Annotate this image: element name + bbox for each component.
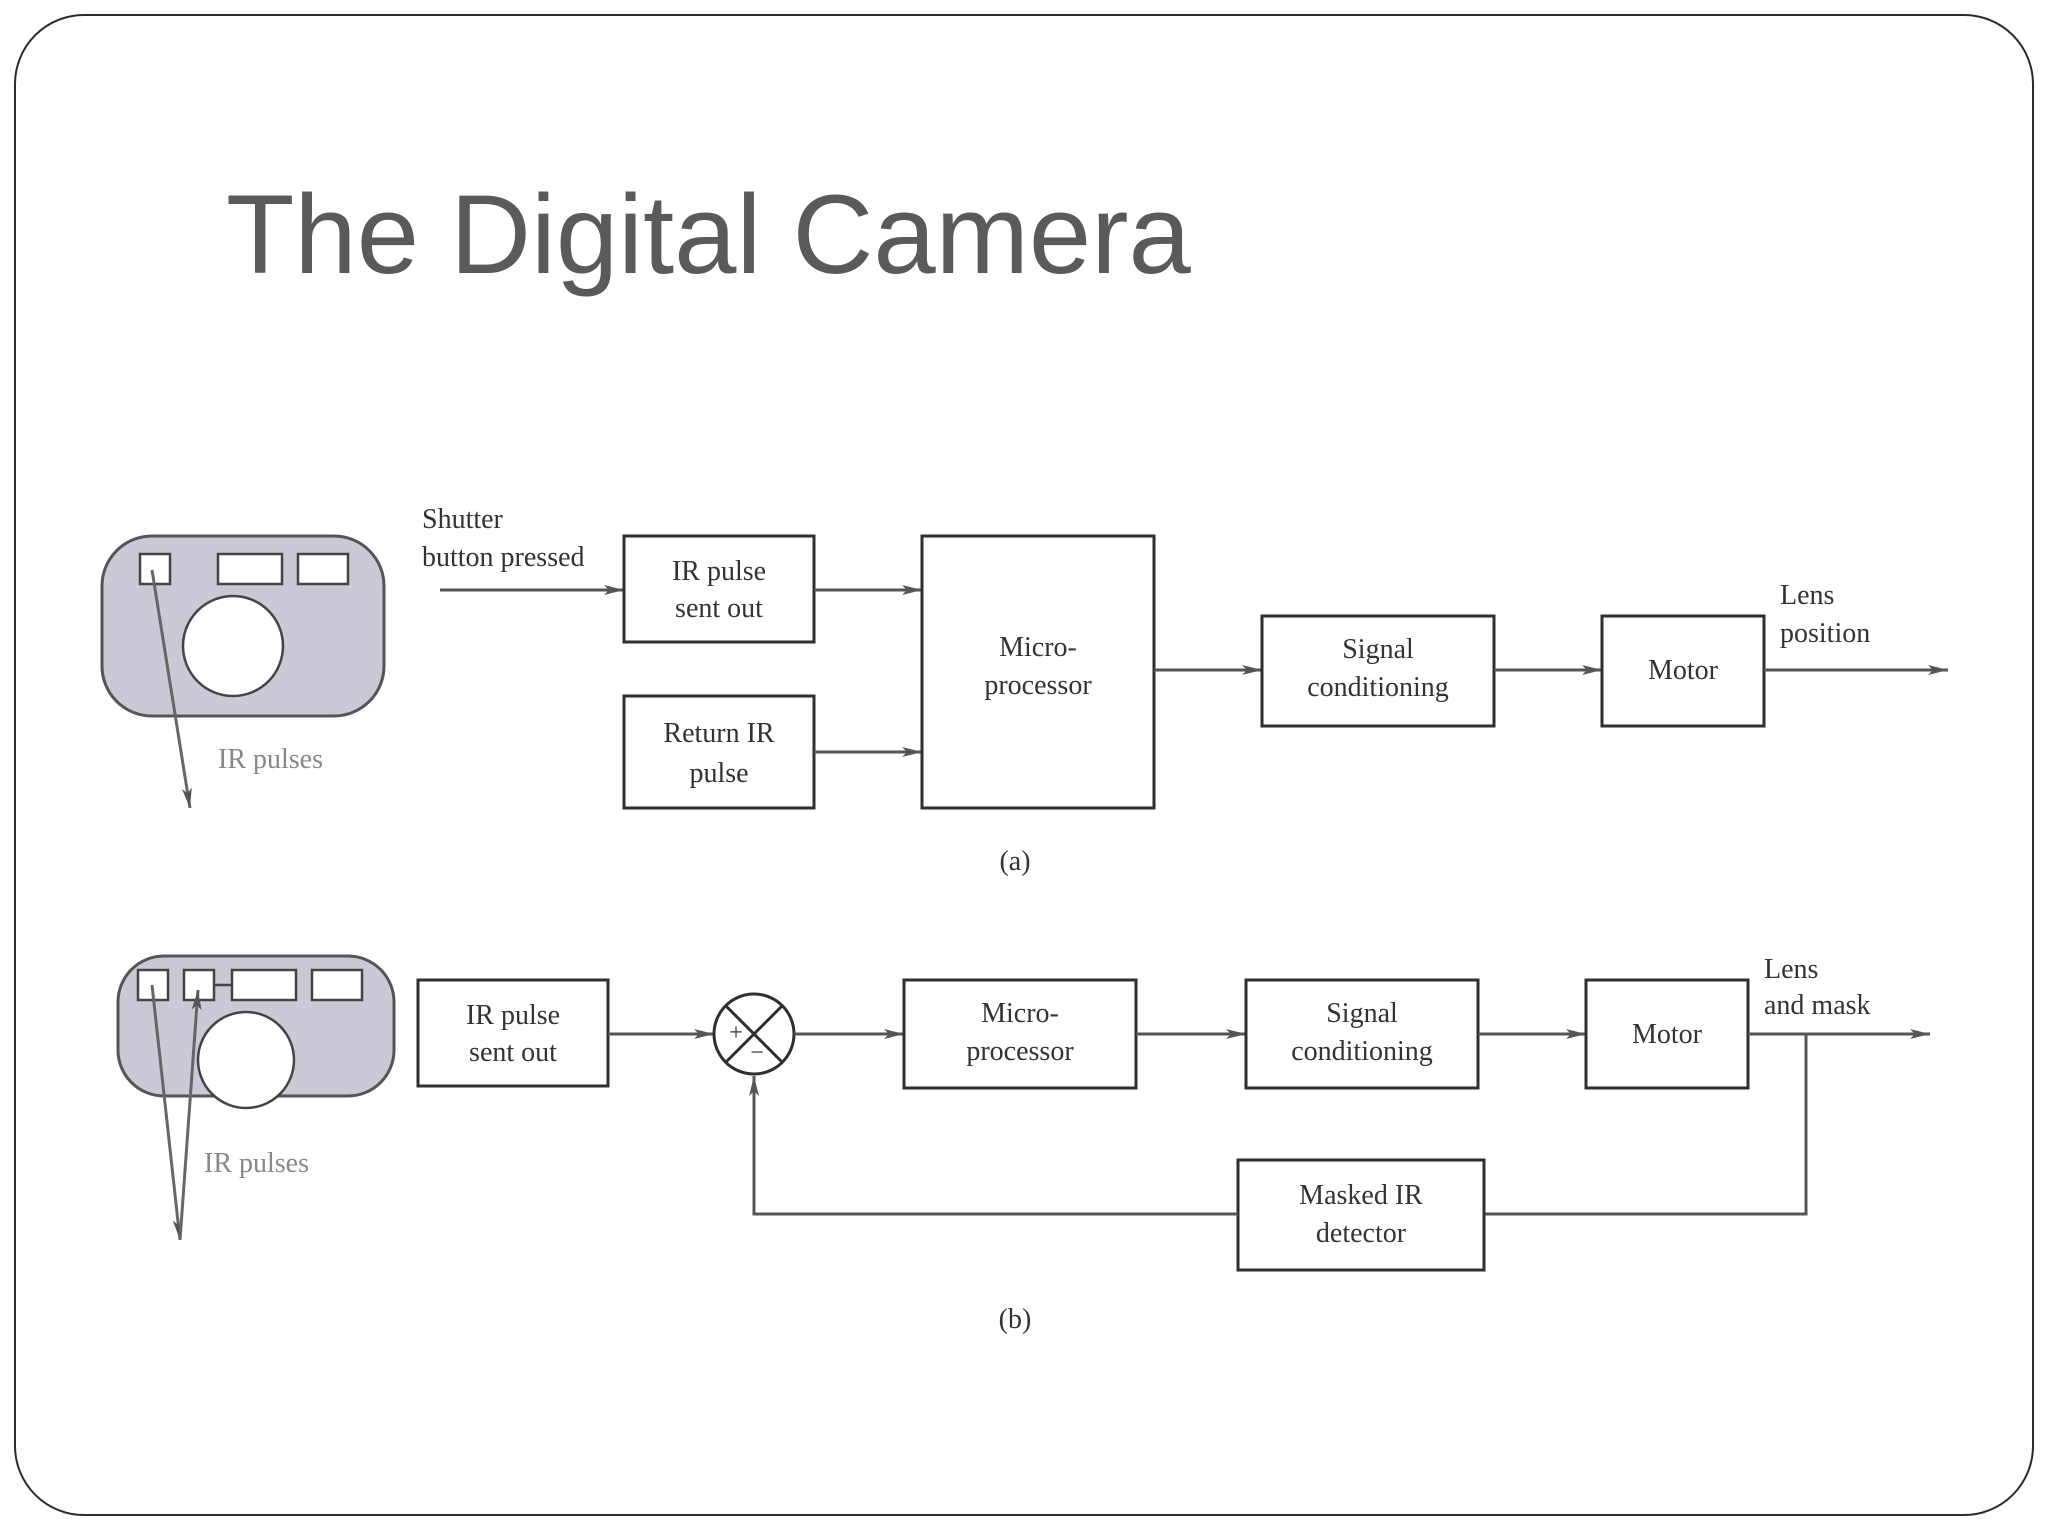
block-masked-ir-label: Masked IR bbox=[1299, 1180, 1423, 1211]
block-masked-ir-detector bbox=[1236, 1158, 1486, 1272]
block-ir-pulse-sent-b-label: IR pulse bbox=[466, 1000, 560, 1031]
block-signal-conditioning-b bbox=[1244, 978, 1480, 1090]
shutter-label-2: button pressed bbox=[422, 542, 585, 573]
block-ir-pulse-sent-a-label-2: sent out bbox=[675, 593, 763, 624]
block-microprocessor-b bbox=[902, 978, 1138, 1090]
block-signal-a-label-2: conditioning bbox=[1307, 672, 1449, 703]
camera-b-icon: IR pulses bbox=[116, 954, 396, 1241]
block-microprocessor-b-label: Micro- bbox=[981, 998, 1059, 1029]
block-signal-b-label-2: conditioning bbox=[1291, 1036, 1433, 1067]
camera-a-label: IR pulses bbox=[218, 744, 323, 775]
block-masked-ir-label-2: detector bbox=[1316, 1218, 1407, 1249]
block-ir-pulse-sent-b bbox=[416, 978, 610, 1088]
sum-plus: + bbox=[729, 1020, 743, 1046]
block-motor-b-label: Motor bbox=[1632, 1019, 1703, 1050]
diagram-a: IR pulses Shutter button pressed IR puls… bbox=[100, 504, 1948, 877]
block-motor-a-label: Motor bbox=[1648, 655, 1719, 686]
lens-position-label: Lens bbox=[1780, 580, 1834, 611]
camera-b-label: IR pulses bbox=[204, 1148, 309, 1179]
diagram-b: IR pulses IR pulse sent out + − Micro- p… bbox=[116, 954, 1930, 1335]
block-microprocessor-b-label-2: processor bbox=[966, 1036, 1074, 1067]
slide-title: The Digital Camera bbox=[226, 172, 1191, 297]
feedback-line-left bbox=[749, 1076, 1238, 1216]
block-return-ir-label: Return IR bbox=[663, 718, 775, 749]
block-microprocessor-a-label: Micro- bbox=[999, 632, 1077, 663]
lens-mask-label-2: and mask bbox=[1764, 990, 1871, 1021]
feedback-line-right bbox=[1484, 1034, 1808, 1216]
block-return-ir bbox=[622, 694, 816, 810]
block-ir-pulse-sent-b-label-2: sent out bbox=[469, 1037, 557, 1068]
block-microprocessor-a-label-2: processor bbox=[984, 670, 1092, 701]
caption-b: (b) bbox=[999, 1304, 1032, 1335]
camera-a-icon: IR pulses bbox=[100, 534, 386, 809]
summing-junction: + − bbox=[712, 992, 796, 1076]
block-signal-b-label: Signal bbox=[1326, 998, 1398, 1029]
block-ir-pulse-sent-a bbox=[622, 534, 816, 644]
caption-a: (a) bbox=[999, 846, 1030, 877]
lens-mask-label: Lens bbox=[1764, 954, 1818, 985]
block-return-ir-label-2: pulse bbox=[689, 758, 748, 789]
sum-minus: − bbox=[750, 1040, 764, 1066]
block-ir-pulse-sent-a-label: IR pulse bbox=[672, 556, 766, 587]
lens-position-label-2: position bbox=[1780, 618, 1870, 649]
block-signal-conditioning-a bbox=[1260, 614, 1496, 728]
block-microprocessor-a bbox=[920, 534, 1156, 810]
block-motor-a bbox=[1600, 614, 1766, 728]
shutter-label: Shutter bbox=[422, 504, 504, 535]
block-signal-a-label: Signal bbox=[1342, 634, 1414, 665]
